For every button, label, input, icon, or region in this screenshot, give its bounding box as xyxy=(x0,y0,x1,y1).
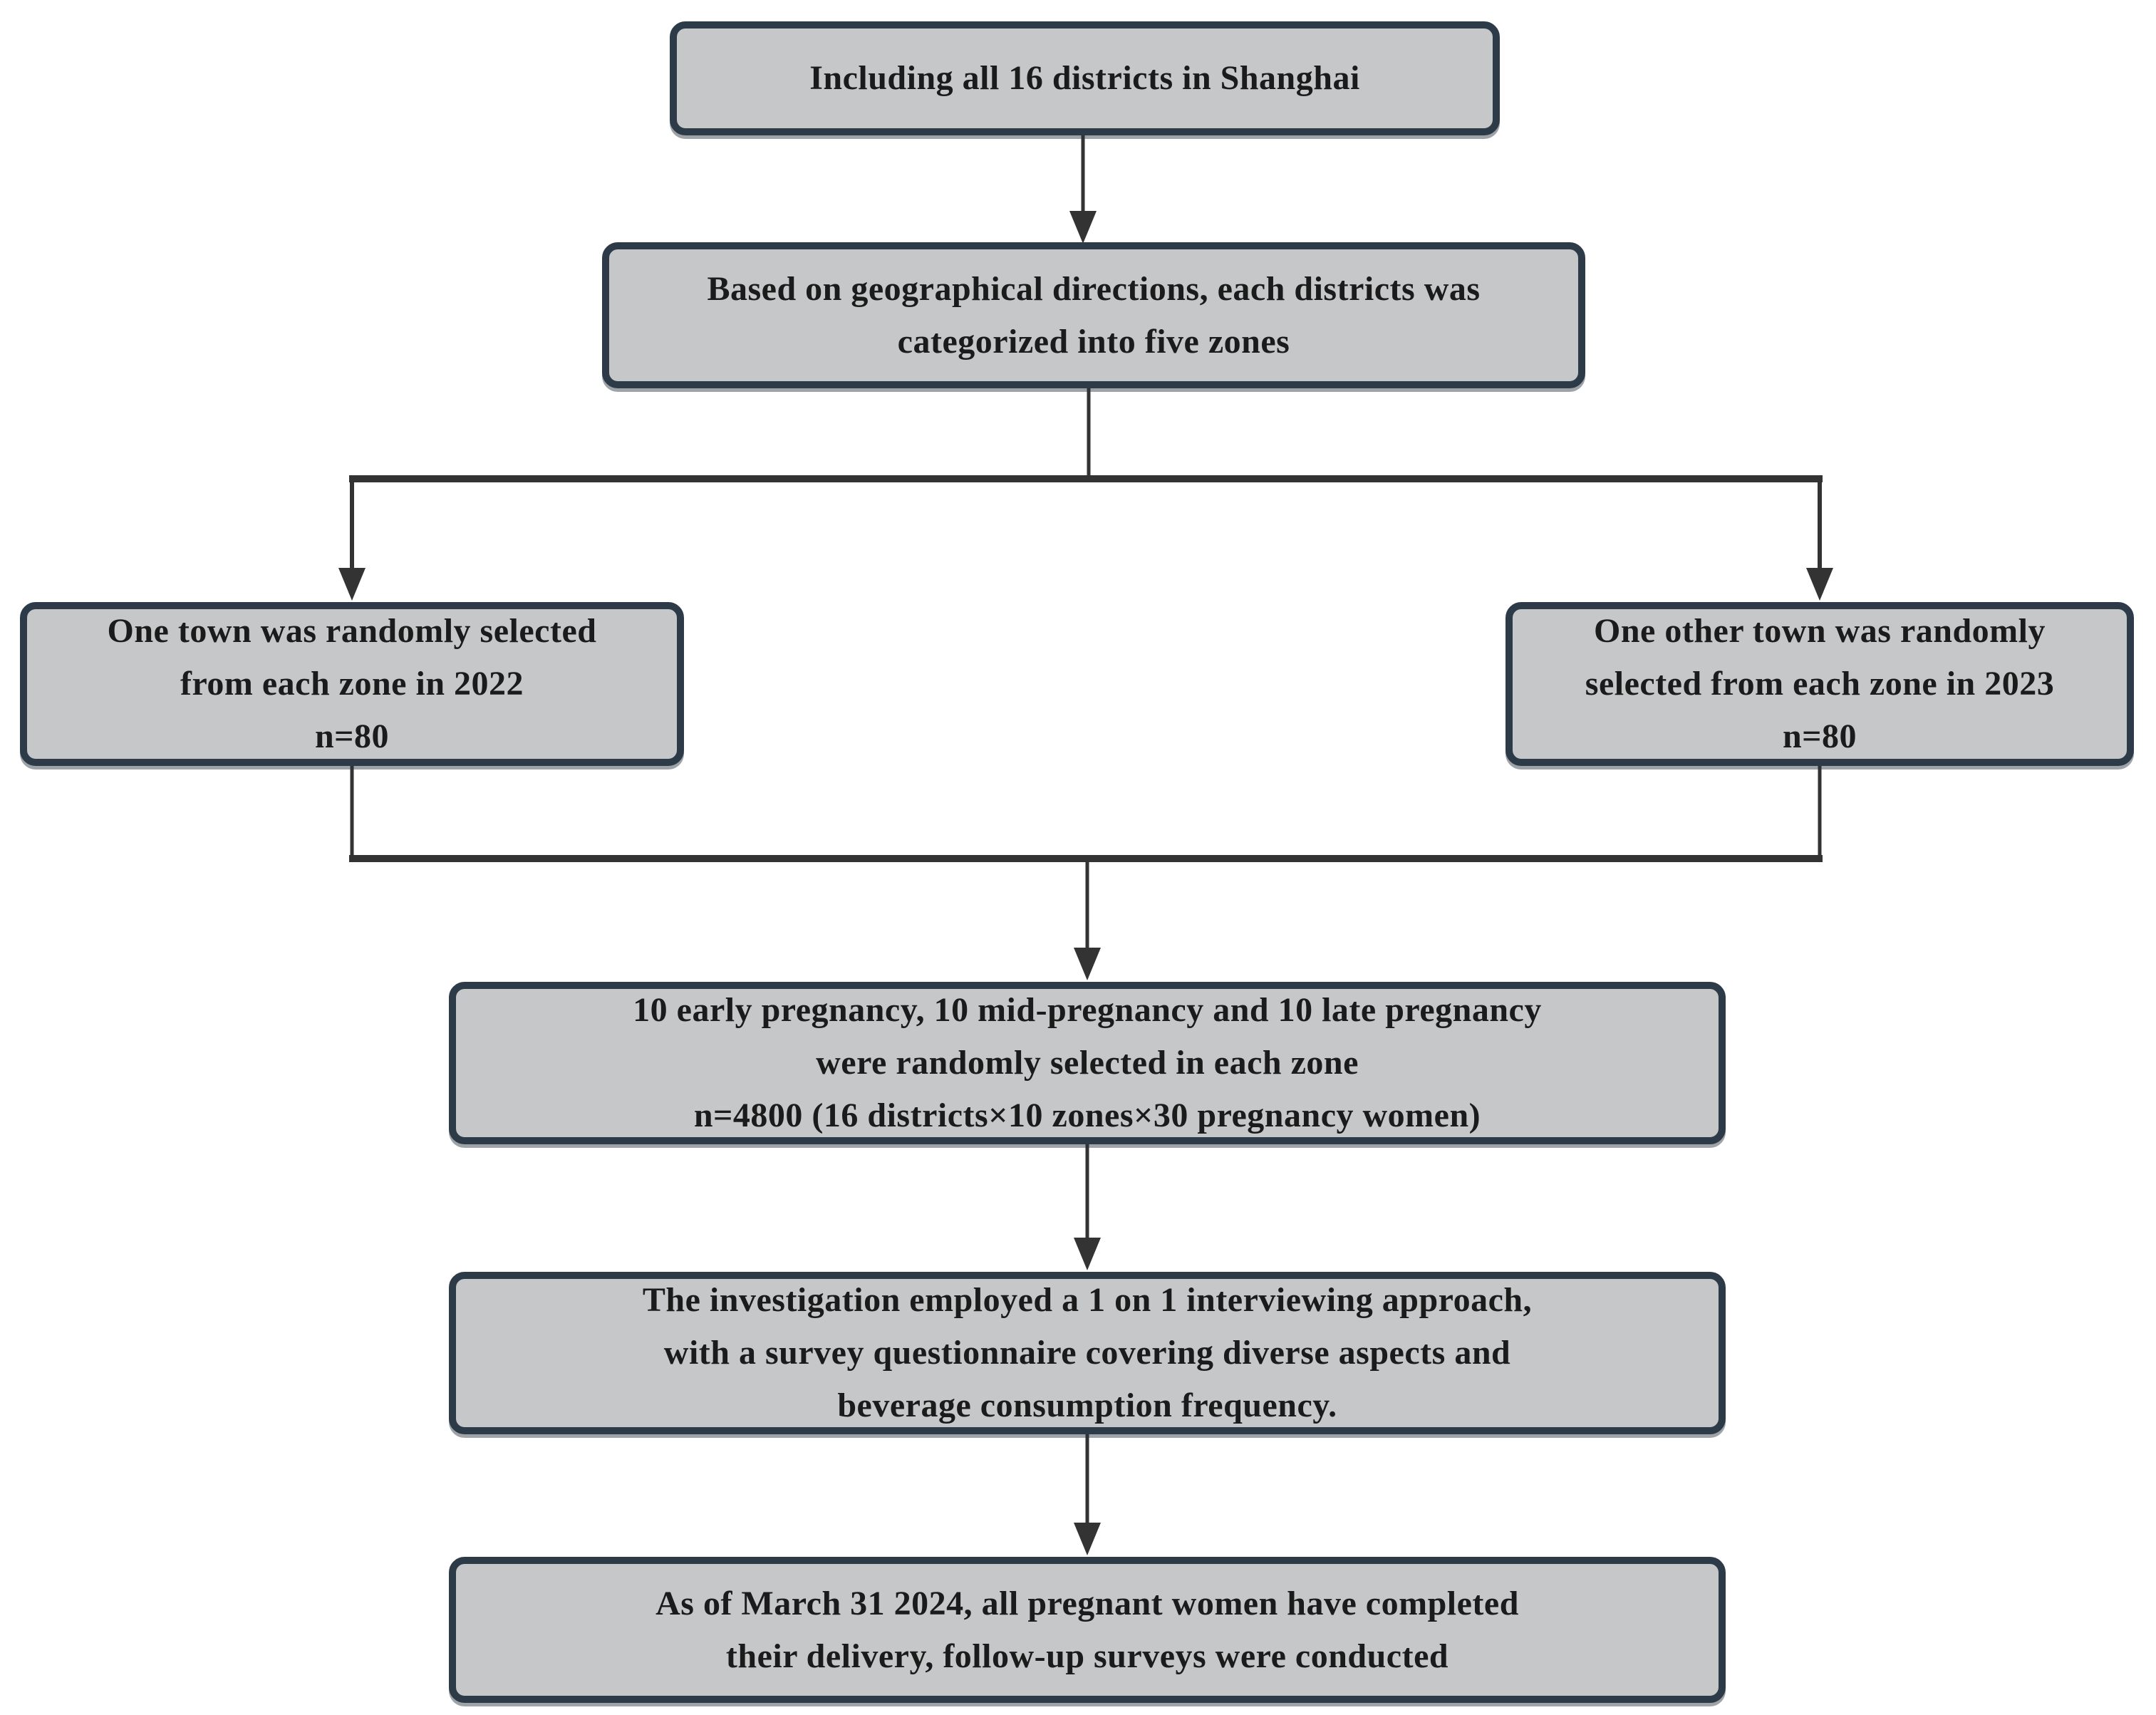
node-zones: Based on geographical directions, each d… xyxy=(602,242,1585,388)
node-text-line: One town was randomly selected xyxy=(107,612,597,650)
node-text-line: their delivery, follow-up surveys were c… xyxy=(725,1637,1449,1675)
arrowhead-to-town-2023 xyxy=(1806,568,1833,601)
node-text-line: n=80 xyxy=(1782,717,1857,755)
node-text-line: with a survey questionnaire covering div… xyxy=(663,1334,1511,1372)
node-text-line: selected from each zone in 2023 xyxy=(1585,665,2055,703)
node-text-line: Including all 16 districts in Shanghai xyxy=(809,59,1360,97)
node-including-districts: Including all 16 districts in Shanghai xyxy=(670,21,1500,135)
node-text-line: The investigation employed a 1 on 1 inte… xyxy=(642,1281,1533,1319)
node-interview-method: The investigation employed a 1 on 1 inte… xyxy=(449,1272,1726,1434)
node-text-line: Based on geographical directions, each d… xyxy=(707,269,1481,308)
arrowhead-to-town-2022 xyxy=(338,568,366,601)
node-text-line: beverage consumption frequency. xyxy=(837,1387,1337,1424)
node-town-2022: One town was randomly selected from each… xyxy=(20,602,684,766)
node-pregnancy-sample: 10 early pregnancy, 10 mid-pregnancy and… xyxy=(449,982,1726,1144)
node-text-line: from each zone in 2022 xyxy=(180,665,524,703)
arrowhead-to-pregnancy-sample xyxy=(1074,948,1101,980)
node-text-line: were randomly selected in each zone xyxy=(816,1044,1359,1082)
node-followup-survey: As of March 31 2024, all pregnant women … xyxy=(449,1557,1726,1703)
node-text-line: n=80 xyxy=(314,717,390,755)
node-text-line: As of March 31 2024, all pregnant women … xyxy=(655,1584,1519,1622)
node-text-line: 10 early pregnancy, 10 mid-pregnancy and… xyxy=(633,991,1542,1029)
node-text-line: One other town was randomly xyxy=(1594,612,2046,650)
arrowhead-to-interview-method xyxy=(1074,1238,1101,1270)
node-town-2023: One other town was randomly selected fro… xyxy=(1505,602,2134,766)
node-text-line: categorized into five zones xyxy=(897,322,1290,361)
arrowhead-districts-to-zones xyxy=(1069,211,1097,244)
arrowhead-to-followup-survey xyxy=(1074,1523,1101,1555)
node-text-line: n=4800 (16 districts×10 zones×30 pregnan… xyxy=(693,1097,1481,1134)
